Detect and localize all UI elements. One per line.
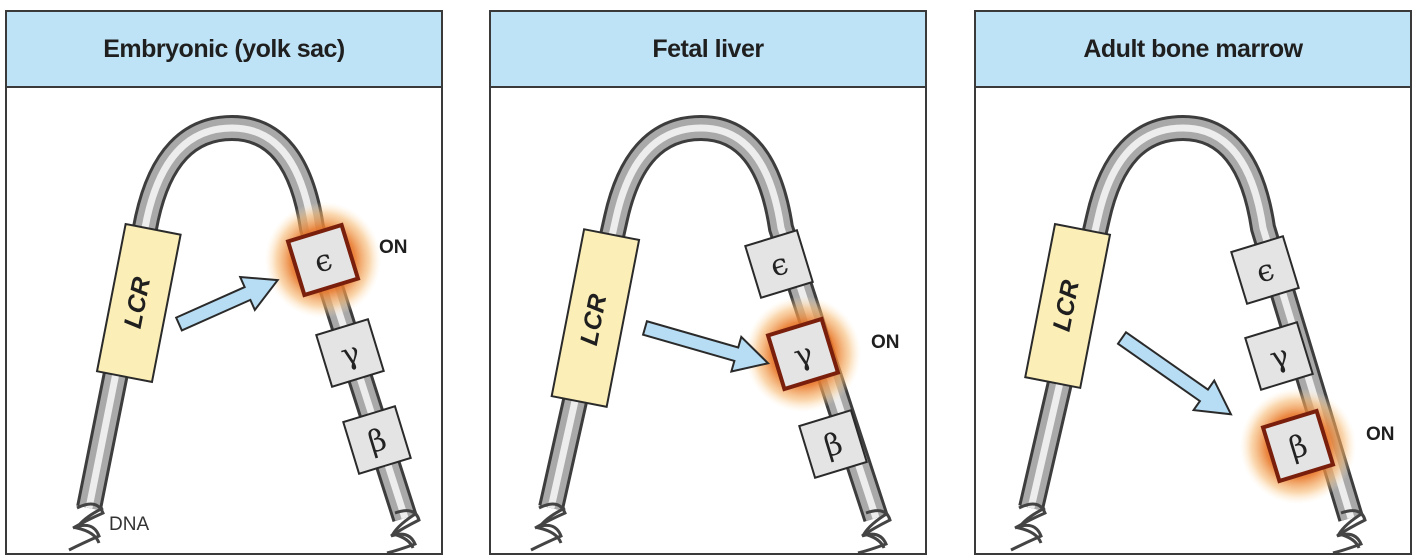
dna-helix-end-left — [530, 502, 567, 552]
on-label: ON — [871, 332, 900, 353]
gene-epsilon: ϵ — [285, 222, 361, 298]
dna-strand — [1018, 114, 1364, 522]
lcr-box: LCR — [1024, 222, 1112, 390]
dna-strand — [76, 114, 418, 522]
activation-arrow — [641, 320, 771, 373]
panel-adult-bone-marrow: Adult bone marrow LCR ϵ γ — [974, 10, 1412, 555]
gene-gamma: γ — [1244, 321, 1314, 391]
gene-gamma: γ — [765, 316, 841, 392]
panel-title: Adult bone marrow — [976, 12, 1410, 88]
on-label: ON — [1366, 424, 1395, 445]
lcr-box: LCR — [95, 222, 182, 384]
gene-beta: β — [798, 409, 868, 479]
dna-helix-end-right — [857, 509, 892, 553]
dna-loop-diagram: LCR ϵ γ β ON — [530, 114, 900, 553]
gene-beta: β — [1260, 408, 1336, 484]
dna-helix-end-left — [68, 502, 105, 552]
gene-gamma: γ — [315, 318, 385, 388]
panel-title: Embryonic (yolk sac) — [7, 12, 441, 88]
dna-helix-end-right — [1332, 509, 1367, 553]
dna-helix-end-right — [386, 509, 421, 553]
activation-arrow — [174, 275, 280, 332]
activation-arrow — [1116, 330, 1233, 416]
gene-beta: β — [342, 405, 412, 475]
panel-embryonic: Embryonic (yolk sac) DNA LCR — [5, 10, 443, 555]
on-label: ON — [379, 237, 408, 258]
gene-epsilon: ϵ — [744, 229, 814, 299]
dna-strand — [538, 114, 889, 523]
dna-helix-end-left — [1010, 502, 1047, 552]
panel-title: Fetal liver — [491, 12, 925, 88]
lcr-box: LCR — [550, 228, 641, 408]
dna-loop-diagram: DNA LCR ϵ γ β ON — [68, 114, 421, 553]
gene-epsilon: ϵ — [1230, 235, 1300, 305]
panel-fetal-liver: Fetal liver LCR ϵ γ — [489, 10, 927, 555]
dna-label: DNA — [109, 514, 149, 535]
dna-loop-diagram: LCR ϵ γ β ON — [1010, 114, 1395, 553]
